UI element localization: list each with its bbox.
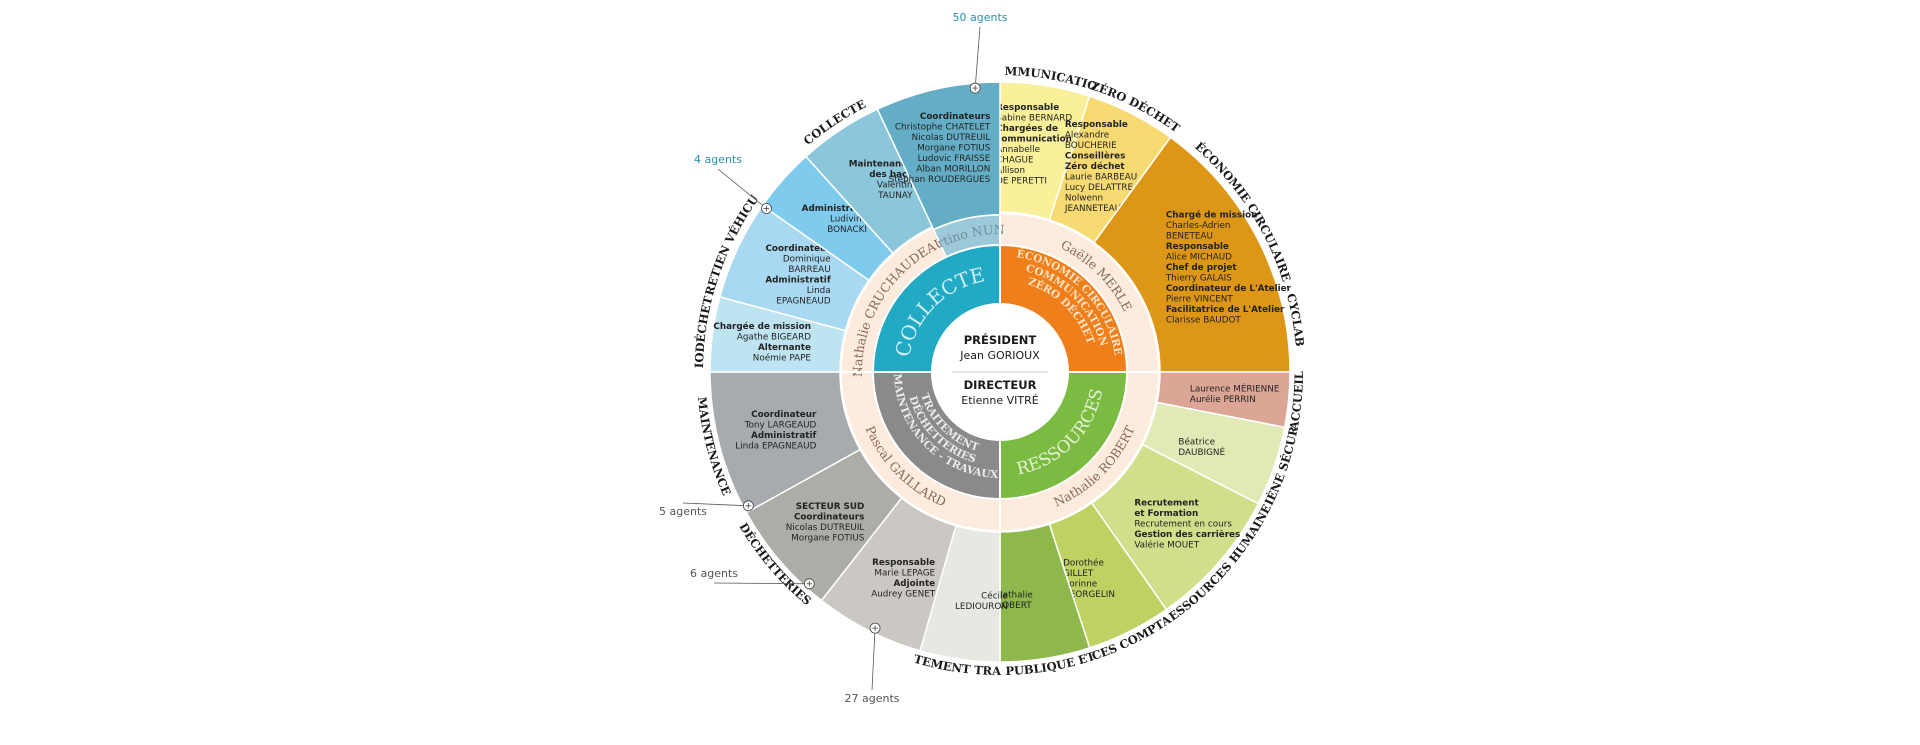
agents-count-1: 4 agents — [694, 153, 742, 166]
director-title: DIRECTEUR — [964, 378, 1037, 392]
president-title: PRÉSIDENT — [964, 332, 1037, 347]
outer-label-entretien-vehicules: ENTRETIEN VÉHICULES — [0, 0, 761, 297]
agents-count-4: 27 agents — [845, 692, 900, 705]
agents-count-3: 6 agents — [690, 567, 738, 580]
segment-economie-circulaire-cyclab — [1093, 136, 1291, 373]
agents-count-2: 5 agents — [659, 505, 707, 518]
agents-count-0: 50 agents — [953, 11, 1008, 24]
outer-label-biodechets: BIODÉCHETS — [0, 0, 715, 368]
outer-label-communication: COMMUNICATION — [0, 0, 1099, 94]
director-name: Etienne VITRÉ — [961, 394, 1038, 407]
president-name: Jean GORIOUX — [959, 349, 1040, 362]
agent-callouts: 50 agents 4 agents 5 agents 6 agents 27 agen… — [659, 11, 1008, 705]
center-disk: PRÉSIDENT Jean GORIOUX DIRECTEUR Etienne… — [932, 304, 1068, 440]
